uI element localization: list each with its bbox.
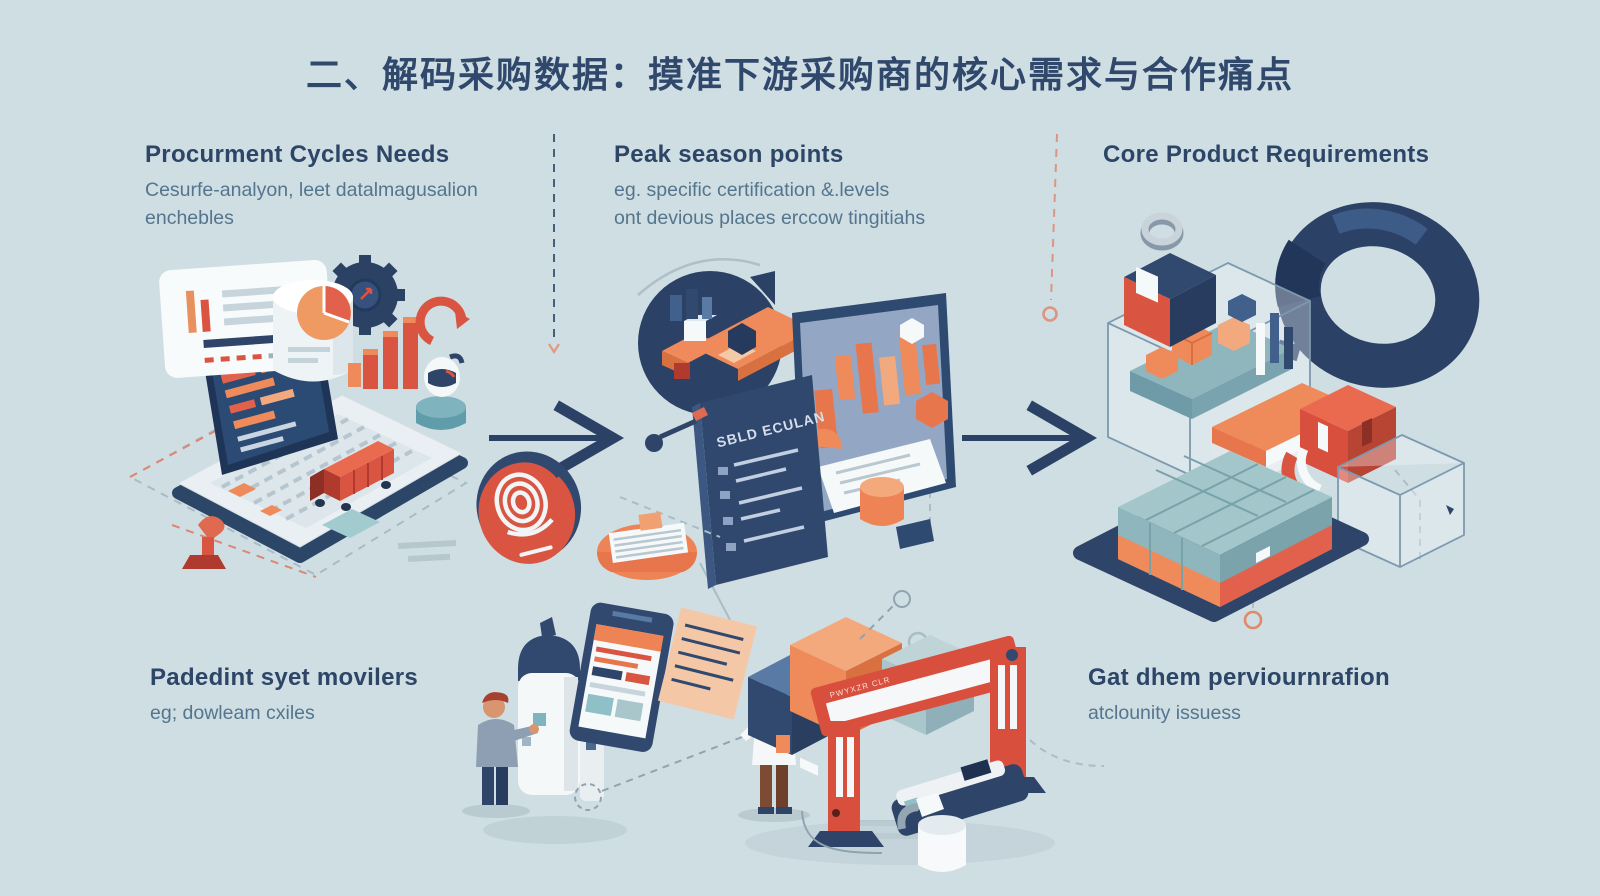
scooter-prop <box>645 407 708 452</box>
arrowhead-down-icon <box>548 343 560 355</box>
section-heading: Core Product Requirements <box>1103 141 1430 168</box>
screen-bar-chart <box>814 331 941 449</box>
pie-chart-cylinder <box>273 280 353 382</box>
note-subtitle: atclounity issuess <box>1088 702 1241 724</box>
worker-left <box>462 692 539 818</box>
circle-endpoint-icon <box>1042 306 1058 322</box>
divider-dashed-left <box>548 134 560 355</box>
glass-cube <box>1337 434 1465 568</box>
note-gat-dhem: Gat dhem perviournrafion atclounity issu… <box>1088 664 1390 727</box>
note-subtitle: eg; dowleam cxiles <box>150 702 315 724</box>
bar-chart-3d <box>348 317 418 389</box>
section-subtitle-line2: enchebles <box>145 207 234 229</box>
section-heading: Peak season points <box>614 141 844 168</box>
cargo-container-illustration <box>1073 202 1480 622</box>
note-heading: Gat dhem perviournrafion <box>1088 664 1390 691</box>
fingerprint-badge-icon <box>476 451 582 564</box>
page-title: 二、解码采购数据：摸准下游采购商的核心需求与合作痛点 <box>305 54 1294 95</box>
paint-can <box>897 793 966 872</box>
tablet-device <box>569 602 674 752</box>
note-padedint: Padedint syet movilers eg; dowleam cxile… <box>150 664 418 727</box>
paper-stack-disc <box>597 511 697 580</box>
peach-document <box>657 607 757 720</box>
note-heading: Padedint syet movilers <box>150 664 419 691</box>
section-procurement-cycles: Procurment Cycles Needs Cesurfe-analyon,… <box>145 141 478 232</box>
section-subtitle-line1: Cesurfe-analyon, leet datalmagusalion <box>145 179 478 201</box>
curved-arrow-icon <box>415 296 467 346</box>
red-crate <box>1300 385 1396 483</box>
monitor-panel-illustration: SBLD ECULAN <box>619 258 956 589</box>
section-subtitle-line2: ont devious places erccow tingitiahs <box>614 207 926 229</box>
touchpad <box>322 509 380 538</box>
laptop-dashboard-illustration <box>127 255 470 578</box>
parcel-box <box>1124 212 1216 347</box>
section-heading: Procurment Cycles Needs <box>145 141 450 168</box>
orange-cylinder <box>860 477 904 526</box>
bar-trio <box>1256 313 1293 375</box>
section-core-product: Core Product Requirements <box>1103 141 1429 176</box>
fingerprint-icon <box>494 472 554 537</box>
stamp-icon <box>182 516 226 569</box>
mini-cube <box>900 318 924 344</box>
section-peak-season: Peak season points eg. specific certific… <box>614 141 925 232</box>
divider-dashed-right <box>1042 133 1058 322</box>
truck <box>310 441 394 511</box>
factory-workers-illustration: PWYXZR CLR <box>462 590 1055 872</box>
flow-arrow-right-icon <box>962 400 1098 476</box>
data-panel: SBLD ECULAN <box>692 375 828 589</box>
robot-pedestal <box>416 353 466 430</box>
flow-arrow-left-icon <box>489 400 625 476</box>
shipping-container <box>1073 451 1369 622</box>
section-subtitle-line1: eg. specific certification &.levels <box>614 179 890 201</box>
